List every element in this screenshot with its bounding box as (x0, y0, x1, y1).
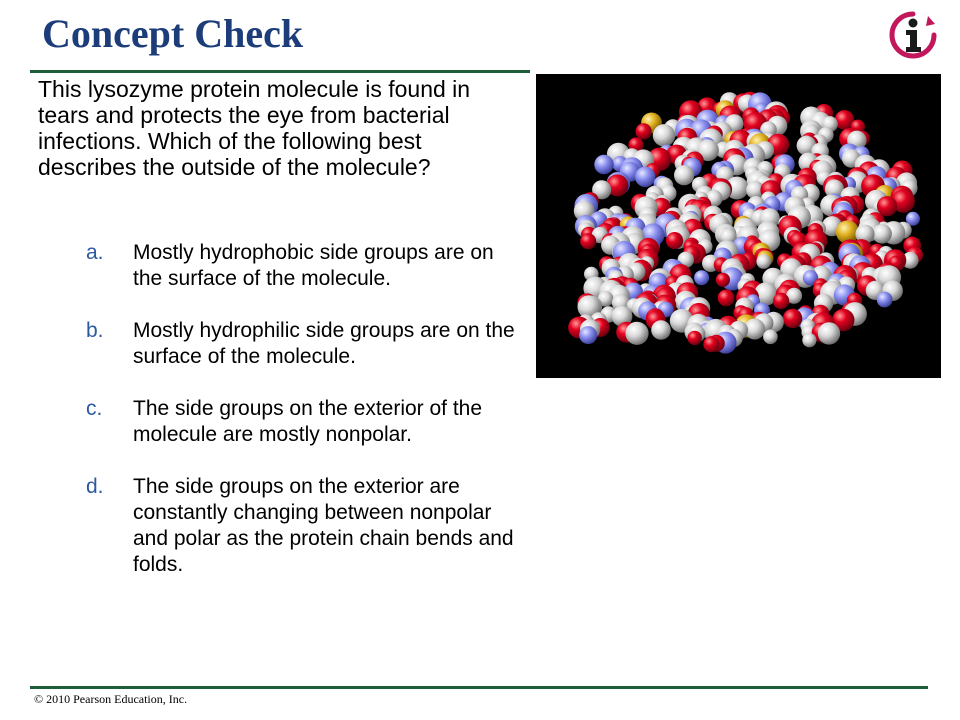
atom-sphere (635, 166, 656, 187)
atom-sphere (651, 320, 671, 340)
option-text: Mostly hydrophilic side groups are on th… (133, 319, 515, 368)
atom-sphere (580, 233, 597, 250)
slide-title: Concept Check (42, 11, 304, 56)
option-text: The side groups on the exterior of the m… (133, 397, 483, 446)
atom-sphere (786, 287, 803, 304)
atom-sphere (717, 289, 735, 307)
option-b: b. Mostly hydrophilic side groups are on… (86, 318, 516, 370)
atom-sphere (802, 270, 819, 286)
atom-sphere (687, 330, 702, 346)
atom-sphere (773, 292, 790, 310)
question-text: This lysozyme protein molecule is found … (38, 76, 471, 180)
option-letter: d. (86, 475, 104, 498)
atom-sphere (652, 124, 676, 147)
atom-sphere (834, 110, 855, 130)
atom-sphere (756, 254, 771, 269)
atom-sphere (796, 135, 817, 156)
atom-sphere (666, 232, 684, 250)
atom-sphere (782, 308, 803, 329)
atom-sphere (855, 224, 875, 244)
option-text: Mostly hydrophobic side groups are on th… (133, 241, 494, 290)
atom-sphere (744, 318, 766, 340)
atom-sphere (674, 165, 695, 186)
atom-sphere (802, 333, 817, 348)
lysozyme-molecule-image (536, 74, 941, 378)
footer-divider (30, 686, 928, 689)
atom-sphere (594, 154, 614, 175)
space-filling-model (568, 91, 924, 354)
atom-sphere (611, 305, 633, 327)
atom-sphere (606, 174, 629, 197)
atom-sphere (824, 179, 844, 199)
atom-sphere (697, 139, 719, 162)
atom-sphere (905, 211, 920, 226)
atom-sphere (597, 291, 614, 307)
atom-sphere (715, 272, 730, 287)
answer-options: a. Mostly hydrophobic side groups are on… (86, 240, 516, 604)
option-letter: c. (86, 397, 103, 420)
atom-sphere (635, 123, 652, 140)
atom-sphere (832, 308, 855, 332)
atom-sphere (746, 180, 765, 200)
atom-sphere (891, 189, 915, 213)
atom-sphere (817, 322, 841, 345)
option-letter: b. (86, 319, 104, 342)
atom-sphere (760, 121, 777, 138)
copyright-notice: © 2010 Pearson Education, Inc. (34, 692, 188, 706)
option-letter: a. (86, 241, 104, 264)
option-a: a. Mostly hydrophobic side groups are on… (86, 240, 516, 292)
atom-sphere (901, 251, 919, 269)
option-d: d. The side groups on the exterior are c… (86, 474, 516, 578)
atom-sphere (876, 196, 898, 217)
atom-sphere (577, 295, 601, 319)
atom-sphere (876, 291, 893, 308)
option-text: The side groups on the exterior are cons… (133, 475, 514, 576)
atom-sphere (694, 270, 710, 286)
atom-sphere (592, 180, 612, 200)
atom-sphere (754, 282, 778, 306)
info-i-icon (888, 10, 938, 60)
atom-sphere (579, 326, 598, 345)
option-c: c. The side groups on the exterior of th… (86, 396, 516, 448)
title-divider (30, 70, 530, 73)
atom-sphere (763, 329, 778, 345)
atom-spheres (568, 91, 924, 354)
atom-sphere (703, 336, 720, 353)
atom-sphere (835, 220, 860, 244)
atom-sphere (872, 224, 892, 244)
atom-sphere (625, 321, 649, 345)
